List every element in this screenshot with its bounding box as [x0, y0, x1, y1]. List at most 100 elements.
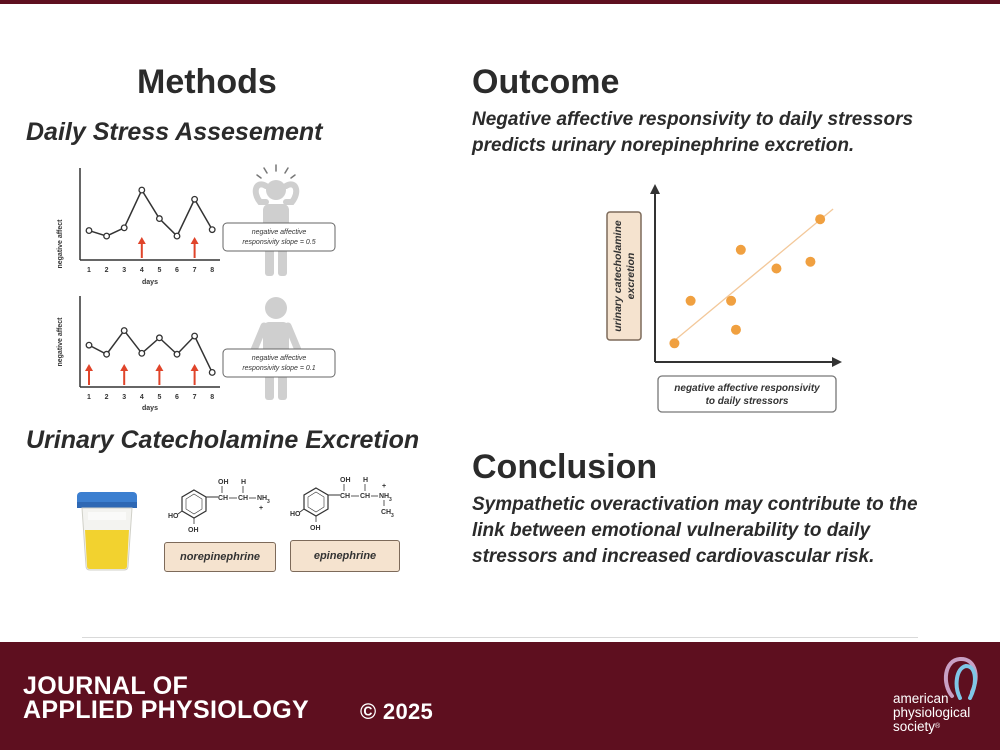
chart-bottom-x-tick: 4 [140, 394, 144, 401]
scatter-point [726, 295, 737, 306]
chart-top-stressor-arrow [137, 237, 146, 258]
aps-line2: physiological [893, 705, 971, 720]
scatter-point [805, 256, 816, 267]
scatter-ylabel-box [606, 211, 642, 341]
slope-note-top-line2: responsivity slope = 0.5 [242, 239, 315, 246]
chart-top-x-tick: 4 [140, 267, 144, 274]
slope-note-top-line1: negative affective [252, 229, 307, 236]
norepinephrine-structure: CH OH CH H NH 3 + HO OH [168, 479, 270, 534]
epi-ch3: CH [381, 509, 391, 516]
chart-bottom-point [173, 350, 181, 358]
chart-bottom-point [208, 368, 216, 376]
epi-plus: + [382, 483, 386, 490]
chart-bottom-x-tick: 1 [87, 394, 91, 401]
chart-top-point [85, 227, 93, 235]
conclusion-line2: link between emotional vulnerability to … [472, 520, 871, 541]
chart-top-point [208, 226, 216, 234]
chart-bottom-point [191, 332, 199, 340]
urine-sample-cup-icon [77, 492, 137, 571]
scatter-point [771, 263, 782, 274]
scatter-point [735, 244, 746, 255]
chart-bottom-x-tick: 2 [105, 394, 109, 401]
chart-top-point [191, 195, 199, 203]
epi-ch3-sub3: 3 [391, 513, 394, 519]
scatter-point [669, 338, 680, 349]
chart-bottom-stressor-arrow [85, 364, 93, 385]
chart-bottom-x-tick: 5 [157, 394, 161, 401]
chart-bottom-x-tick: 8 [210, 394, 214, 401]
scatter-ylabel-line2: excretion [625, 253, 637, 300]
slope-note-bottom-line2: responsivity slope = 0.1 [242, 365, 315, 372]
aps-wordmark: american physiological society® [893, 692, 970, 734]
ne-ch2: CH [238, 495, 248, 502]
scatter-point [815, 214, 826, 225]
responsivity-scatter-plot: urinary catecholamine excretion negative… [606, 184, 842, 413]
scatter-point [685, 295, 696, 306]
top-accent-bar [0, 0, 1000, 4]
epi-ch1: CH [340, 493, 350, 500]
epi-nh-sub3: 3 [389, 497, 392, 503]
epi-oh-top: OH [340, 477, 351, 484]
ne-oh-top: OH [218, 479, 229, 486]
chart-top-x-tick: 5 [157, 267, 161, 274]
ne-h-top: H [241, 479, 246, 486]
ne-plus: + [259, 505, 263, 512]
conclusion-line3: stressors and increased cardiovascular r… [472, 546, 875, 567]
aps-line1: american [893, 691, 949, 706]
journal-title-line2: APPLIED PHYSIOLOGY [23, 696, 310, 724]
journal-title-line1: JOURNAL OF [23, 672, 189, 700]
aps-logo-icon [943, 657, 978, 700]
daily-stress-title: Daily Stress Assesement [26, 118, 323, 146]
ne-ch1: CH [218, 495, 228, 502]
chart-top-point [173, 232, 181, 240]
chart-bottom-point [120, 327, 128, 335]
epi-h-top: H [363, 477, 368, 484]
epi-ch2: CH [360, 493, 370, 500]
chart-bottom-x-tick: 6 [175, 394, 179, 401]
chart-bottom-stressor-arrow [155, 364, 164, 385]
scatter-trendline [670, 208, 834, 344]
chart-top-x-tick: 2 [105, 267, 109, 274]
scatter-y-arrowhead [650, 184, 660, 194]
epi-ho-left: HO [290, 511, 301, 518]
chart-bottom-stressor-arrow [190, 364, 199, 385]
conclusion-heading: Conclusion [472, 448, 658, 486]
chart-bottom-stressor-arrow [120, 364, 129, 385]
chart-bottom-series-line [88, 329, 213, 373]
urinary-title: Urinary Catecholamine Excretion [26, 426, 420, 454]
aps-registered-mark: ® [935, 723, 941, 730]
aps-line3: society [893, 719, 936, 734]
epinephrine-structure: CH OH CH H NH 3 + CH 3 HO OH [290, 477, 394, 532]
chart-top-point [138, 186, 146, 194]
conclusion-text: Sympathetic overactivation may contribut… [472, 492, 918, 570]
section-divider [82, 637, 918, 638]
chart-bottom-x-tick: 3 [122, 394, 126, 401]
slope-note-bottom: negative affective responsivity slope = … [222, 348, 336, 378]
chart-top-ylabel: negative affect [57, 219, 64, 269]
outcome-text-line1: Negative affective responsivity to daily… [472, 109, 914, 130]
ne-nh: NH [257, 495, 267, 502]
chart-bottom-point [155, 334, 163, 342]
scatter-point [730, 324, 741, 335]
scatter-ylabel-line1: urinary catecholamine [612, 220, 624, 332]
chart-bottom-ylabel: negative affect [57, 317, 64, 367]
chart-top-x-tick: 6 [175, 267, 179, 274]
methods-heading: Methods [137, 63, 277, 101]
ne-oh-bottom: OH [188, 527, 199, 534]
scatter-xlabel-line2: to daily stressors [706, 396, 789, 407]
chart-bottom-point [103, 350, 111, 358]
chart-bottom-point [85, 341, 93, 349]
epi-nh: NH [379, 493, 389, 500]
chart-top-x-tick: 7 [193, 267, 197, 274]
scatter-xlabel-line1: negative affective responsivity [674, 383, 820, 394]
slope-note-top: negative affective responsivity slope = … [222, 222, 336, 252]
outcome-heading: Outcome [472, 63, 620, 101]
scatter-x-arrowhead [832, 357, 842, 367]
scatter-xlabel-box [657, 375, 837, 413]
journal-footer: JOURNAL OF APPLIED PHYSIOLOGY © 2025 ame… [0, 642, 1000, 750]
epi-oh-bottom: OH [310, 525, 321, 532]
distressed-person-icon [252, 164, 300, 276]
ne-ho-left: HO [168, 513, 179, 520]
ne-nh-sub3: 3 [267, 499, 270, 505]
